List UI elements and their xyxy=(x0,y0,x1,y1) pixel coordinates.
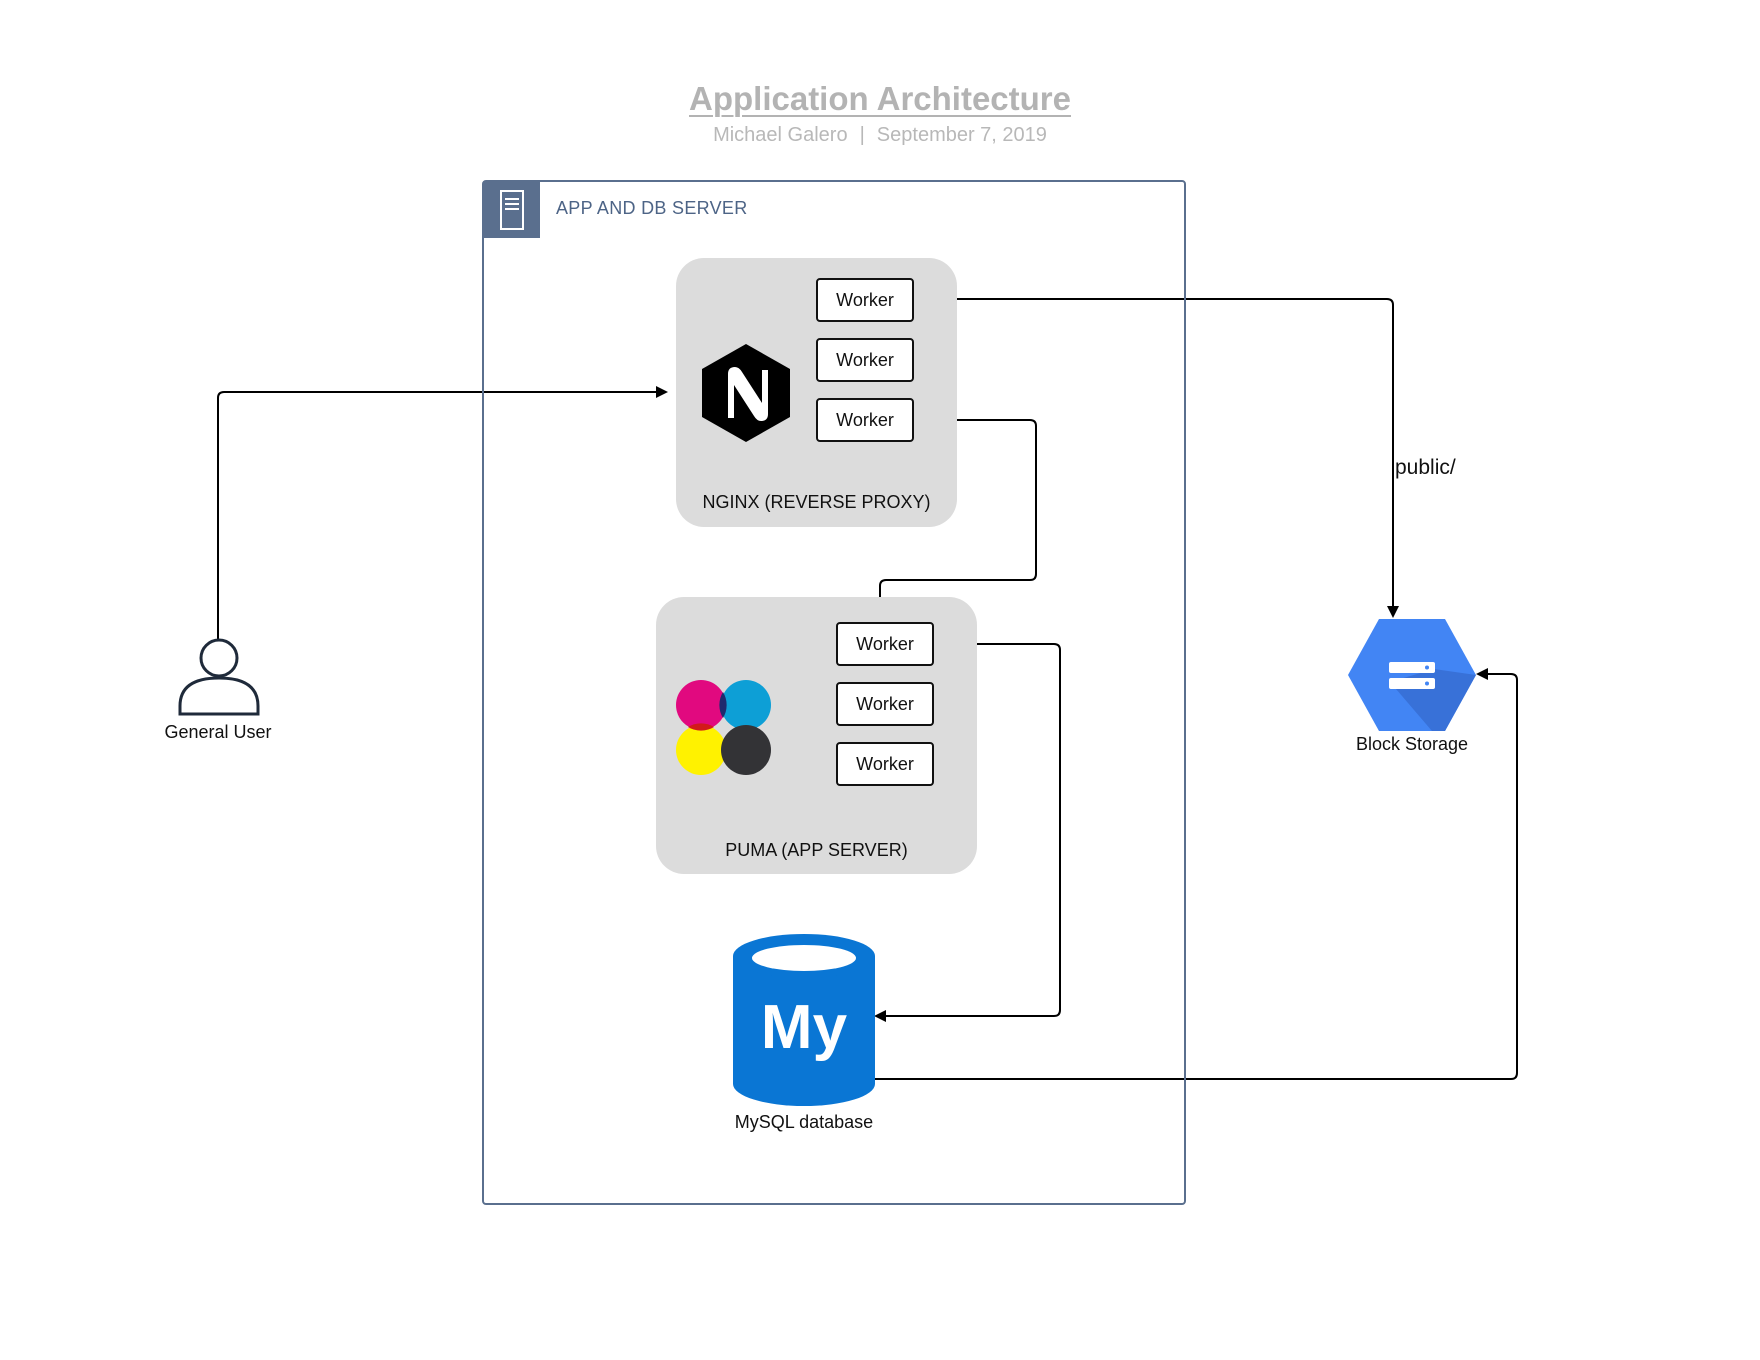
edge-nginx-worker-to-storage xyxy=(921,298,1399,618)
edge-puma-worker-to-mysql xyxy=(874,643,1061,1022)
storage-label: Block Storage xyxy=(1355,734,1469,754)
puma-worker-2: Worker xyxy=(836,682,934,726)
server-icon xyxy=(484,182,540,238)
puma-label: PUMA (APP SERVER) xyxy=(725,840,908,860)
edge-label-public: public/ xyxy=(1395,456,1456,479)
subtitle-separator: | xyxy=(859,124,865,146)
edge-user-to-nginx xyxy=(217,386,668,642)
diagram-title-text: Application Architecture xyxy=(689,80,1071,117)
nginx-worker-3: Worker xyxy=(816,398,914,442)
author: Michael Galero xyxy=(713,124,848,146)
edge-mysql-to-storage xyxy=(872,668,1518,1080)
block-storage-hexagon-icon xyxy=(1346,617,1478,733)
date: September 7, 2019 xyxy=(876,124,1047,146)
edge-nginx-worker-to-puma-worker xyxy=(874,419,1037,618)
puma-worker-1: Worker xyxy=(836,622,934,666)
app-db-server-group: APP AND DB SERVER xyxy=(482,180,1186,1205)
nginx-worker-2: Worker xyxy=(816,338,914,382)
user-label: General User xyxy=(164,722,272,742)
nginx-worker-1: Worker xyxy=(816,278,914,322)
puma-cmyk-circles-icon xyxy=(674,678,776,780)
puma-worker-3: Worker xyxy=(836,742,934,786)
server-group-label: APP AND DB SERVER xyxy=(556,198,748,218)
diagram-title: Application Architecture xyxy=(0,80,1760,118)
nginx-logo-icon xyxy=(700,342,792,444)
mysql-label: MySQL database xyxy=(734,1112,874,1132)
diagram-subtitle: Michael Galero | September 7, 2019 xyxy=(0,124,1760,147)
mysql-logo-text: My xyxy=(761,993,848,1062)
nginx-label: NGINX (REVERSE PROXY) xyxy=(702,492,931,512)
mysql-cylinder-icon: My xyxy=(733,934,875,1106)
user-icon xyxy=(178,636,260,716)
